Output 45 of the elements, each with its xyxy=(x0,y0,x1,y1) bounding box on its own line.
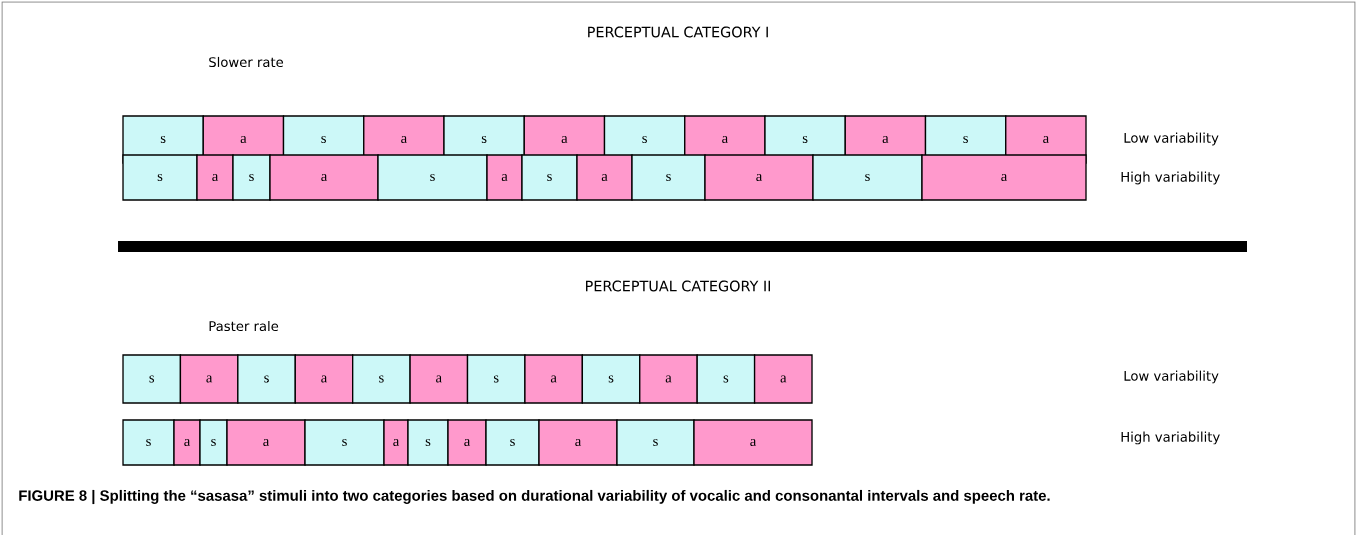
segment-cell: s xyxy=(377,154,488,201)
segment-cell: a xyxy=(409,354,469,404)
segment-cell: s xyxy=(122,154,198,201)
segment-cell: a xyxy=(383,419,409,466)
segment-cell: a xyxy=(576,154,633,201)
heading: PERCEPTUAL CATEGORY I xyxy=(588,26,768,38)
segment-cell: a xyxy=(173,419,201,466)
segment-cell: s xyxy=(304,419,385,466)
segment-cell: a xyxy=(639,354,698,404)
row-label: Low variability xyxy=(1124,370,1219,384)
segment-cell: s xyxy=(485,419,540,466)
segment-cell: s xyxy=(521,154,578,201)
row-label: High variability xyxy=(1121,431,1220,445)
segment-cell: a xyxy=(921,154,1087,201)
segment-cell: a xyxy=(226,419,306,466)
row-label: High variability xyxy=(1121,171,1220,185)
segment-cell: a xyxy=(447,419,487,466)
segment-cell: s xyxy=(122,354,182,404)
segment-cell: s xyxy=(352,354,411,404)
segment-cell: a xyxy=(524,354,583,404)
segment-cell: a xyxy=(753,354,813,404)
segment-cell: s xyxy=(616,419,695,466)
row-group-label: Paster rale xyxy=(209,320,279,332)
segment-cell: s xyxy=(466,354,526,404)
heading: PERCEPTUAL CATEGORY II xyxy=(586,280,770,292)
segment-cell: s xyxy=(237,354,296,404)
segment-cell: a xyxy=(269,154,379,201)
segment-cell: a xyxy=(538,419,618,466)
segment-cell: s xyxy=(232,154,271,201)
segment-cell: s xyxy=(407,419,449,466)
segment-cell: s xyxy=(122,419,175,466)
segment-cell: s xyxy=(631,154,706,201)
segment-cell: a xyxy=(294,354,354,404)
segment-cell: a xyxy=(704,154,814,201)
segment-cell: a xyxy=(486,154,523,201)
caption: FIGURE 8 | Splitting the “sasasa” stimuli into two categories based on durational variability of vocalic and consonantal intervals and speech rate. xyxy=(19,489,1050,505)
segment-cell: a xyxy=(179,354,239,404)
row-label: Low variability xyxy=(1124,132,1219,146)
segment-cell: s xyxy=(199,419,228,466)
segment-cell: a xyxy=(693,419,813,466)
segment-cell: s xyxy=(581,354,641,404)
segment-cell: s xyxy=(696,354,756,404)
segment-cell: s xyxy=(812,154,923,201)
row-group-label: Slower rate xyxy=(209,56,284,68)
segment-cell: a xyxy=(196,154,234,201)
